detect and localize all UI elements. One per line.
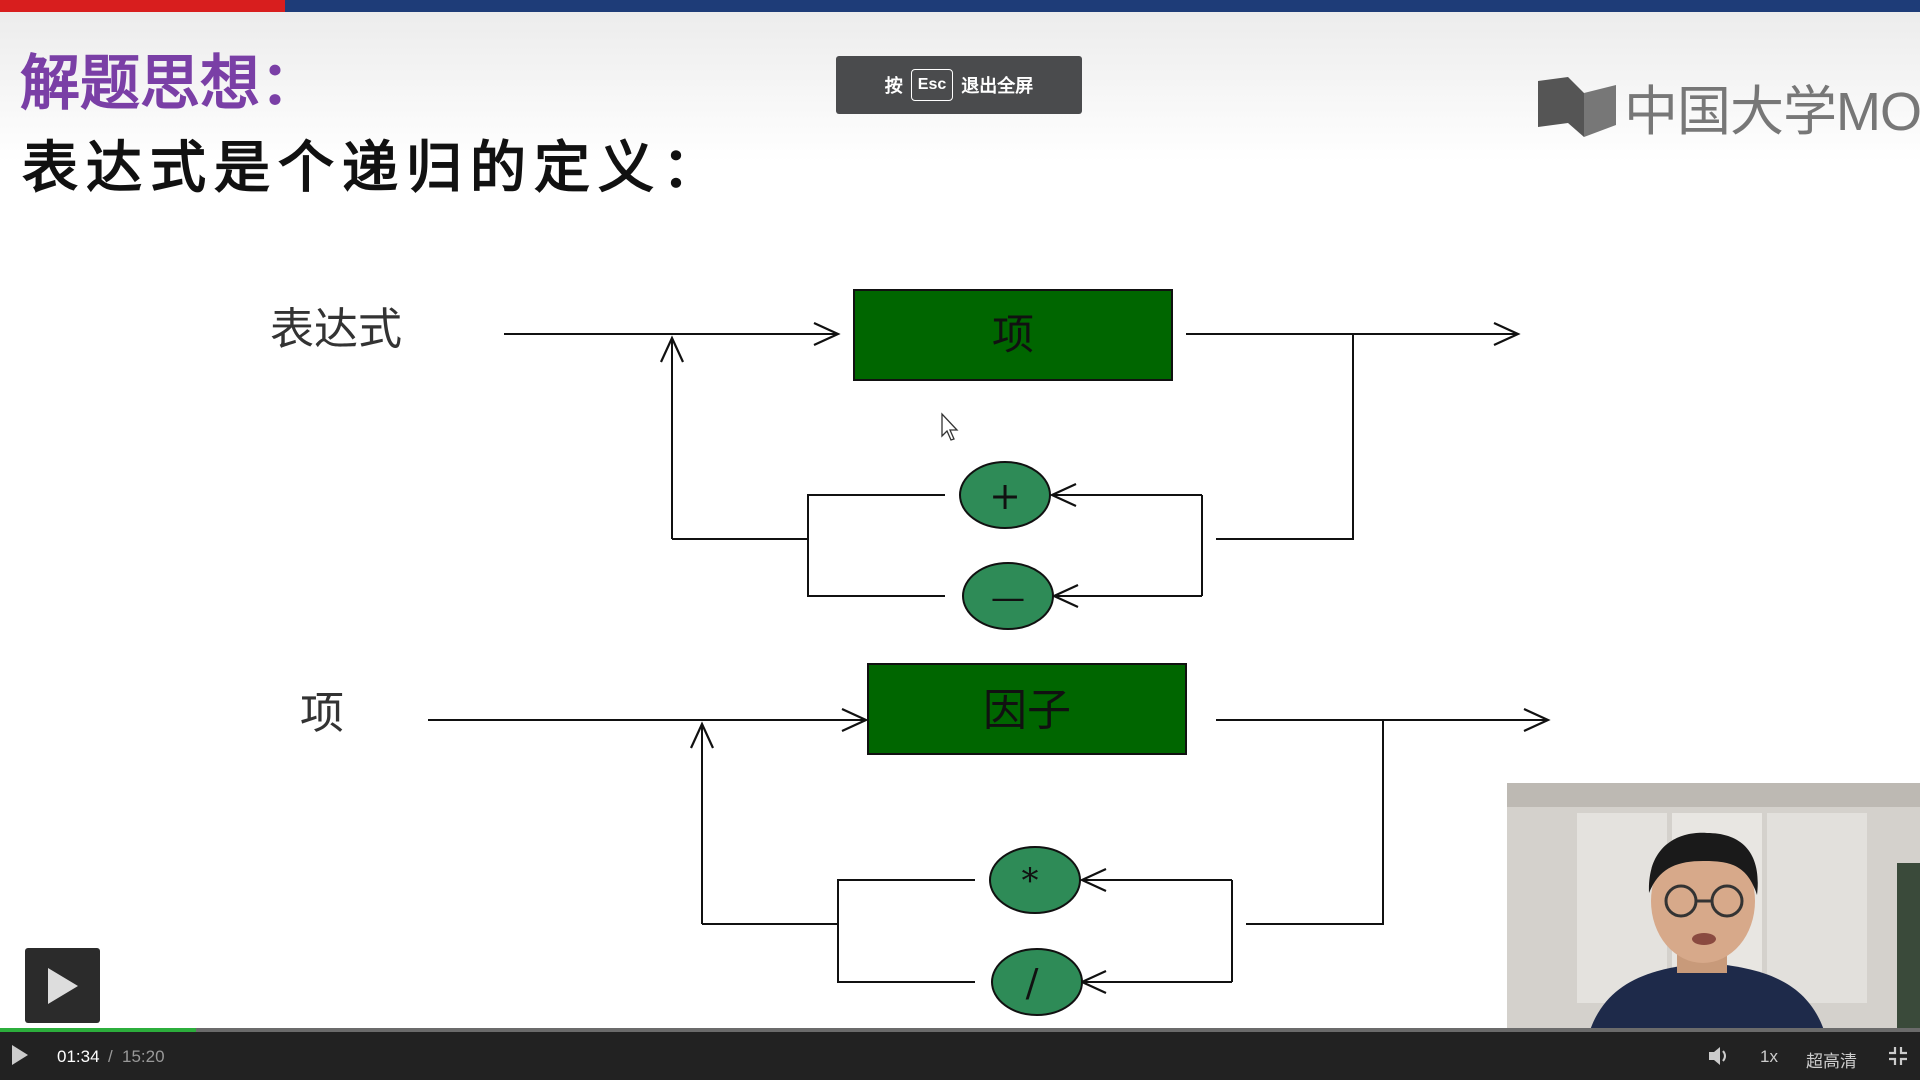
player-controls: 01:34 / 15:20 1x 超高清	[0, 1032, 1920, 1080]
playback-speed-button[interactable]: 1x	[1760, 1047, 1778, 1066]
mooc-book-icon	[1538, 77, 1616, 137]
term-box	[853, 289, 1173, 381]
times-symbol: *	[1022, 861, 1039, 901]
syntax-diagram: 表达式 项 + — 项 因子 * /	[270, 289, 1551, 1016]
current-time: 01:34	[57, 1047, 100, 1066]
toast-suffix: 退出全屏	[961, 76, 1034, 96]
expr-return-right	[1216, 334, 1354, 540]
term-box-label: 项	[992, 310, 1034, 359]
exit-fullscreen-icon	[1889, 1047, 1907, 1065]
total-time: 15:20	[122, 1047, 165, 1066]
top-color-bar	[0, 0, 1920, 12]
term-op-left-bracket	[837, 879, 975, 983]
expr-op-left-bracket	[807, 494, 945, 597]
time-separator: /	[108, 1047, 113, 1066]
top-bar-red-segment	[0, 0, 285, 12]
slide-title: 解题思想：	[20, 49, 320, 119]
minus-symbol: —	[991, 578, 1025, 618]
play-icon	[12, 1045, 28, 1065]
divide-symbol: /	[1026, 961, 1039, 1005]
times-oval	[989, 846, 1081, 914]
plus-oval	[959, 461, 1051, 529]
volume-icon	[1709, 1047, 1726, 1065]
quality-button[interactable]: 超高清	[1806, 1052, 1857, 1071]
expression-label: 表达式	[270, 304, 402, 355]
webcam-person-illustration	[1507, 783, 1920, 1028]
term-label: 项	[300, 688, 344, 739]
play-pause-button[interactable]	[10, 1044, 30, 1071]
volume-button[interactable]	[1707, 1045, 1731, 1072]
minus-oval	[962, 562, 1054, 630]
progress-fill	[0, 1028, 196, 1032]
mooc-logo: 中国大学MOOC	[1538, 66, 1920, 146]
factor-box	[867, 663, 1187, 755]
slide-subtitle: 表达式是个递归的定义：	[22, 135, 726, 201]
big-play-button[interactable]	[25, 948, 100, 1023]
exit-fullscreen-toast: 按 Esc 退出全屏	[836, 56, 1082, 114]
exit-fullscreen-button[interactable]	[1887, 1045, 1909, 1072]
esc-key-badge: Esc	[910, 69, 954, 101]
toast-prefix: 按	[884, 76, 903, 96]
video-slide[interactable]: 解题思想： 表达式是个递归的定义： 中国大学MOOC 表达式 项 + —	[0, 12, 1920, 1028]
play-icon	[47, 967, 78, 1004]
term-return-right	[1246, 720, 1384, 925]
factor-box-label: 因子	[983, 685, 1071, 736]
divide-oval	[991, 948, 1083, 1016]
plus-symbol: +	[989, 474, 1021, 518]
cursor-icon	[941, 412, 959, 441]
video-progress-bar[interactable]	[0, 1028, 1920, 1032]
instructor-webcam	[1507, 783, 1920, 1028]
mooc-logo-text: 中国大学MOOC	[1624, 81, 1920, 142]
